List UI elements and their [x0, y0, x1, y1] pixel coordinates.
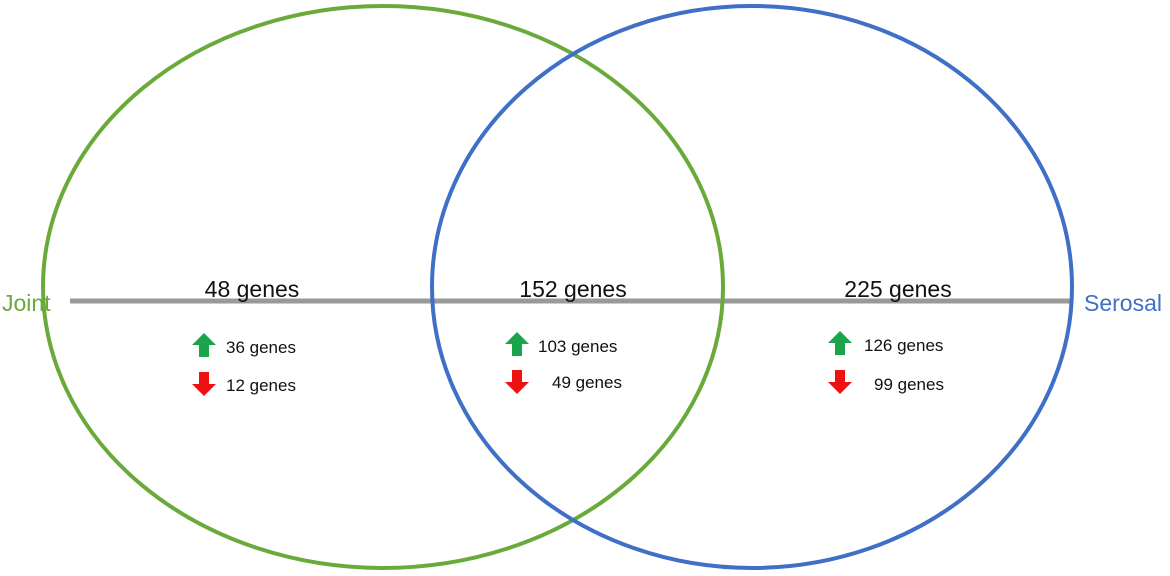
joint-only-up-row: 36 genes: [192, 333, 296, 357]
shared-up-row: 103 genes: [505, 332, 617, 356]
arrow-up-icon: [192, 333, 216, 357]
joint-only-total: 48 genes: [205, 276, 300, 302]
joint-only-up-count: 36 genes: [226, 338, 296, 357]
joint-set-label: Joint: [2, 290, 51, 316]
serosal-only-down-count: 99 genes: [874, 375, 944, 394]
serosal-set-label: Serosal: [1084, 290, 1162, 316]
arrow-up-icon: [505, 332, 529, 356]
joint-only-down-row: 12 genes: [192, 372, 296, 396]
arrow-up-icon: [828, 331, 852, 355]
arrow-down-icon: [192, 372, 216, 396]
shared-total: 152 genes: [519, 276, 626, 302]
serosal-only-up-count: 126 genes: [864, 336, 943, 355]
serosal-only-down-row: 99 genes: [828, 370, 944, 394]
serosal-set-circle: [430, 4, 1074, 570]
shared-down-count: 49 genes: [552, 373, 622, 392]
arrow-down-icon: [828, 370, 852, 394]
serosal-only-total: 225 genes: [844, 276, 951, 302]
shared-down-row: 49 genes: [505, 370, 622, 394]
joint-only-down-count: 12 genes: [226, 376, 296, 395]
arrow-down-icon: [505, 370, 529, 394]
shared-up-count: 103 genes: [538, 337, 617, 356]
serosal-only-up-row: 126 genes: [828, 331, 943, 355]
joint-set-circle: [41, 4, 725, 570]
